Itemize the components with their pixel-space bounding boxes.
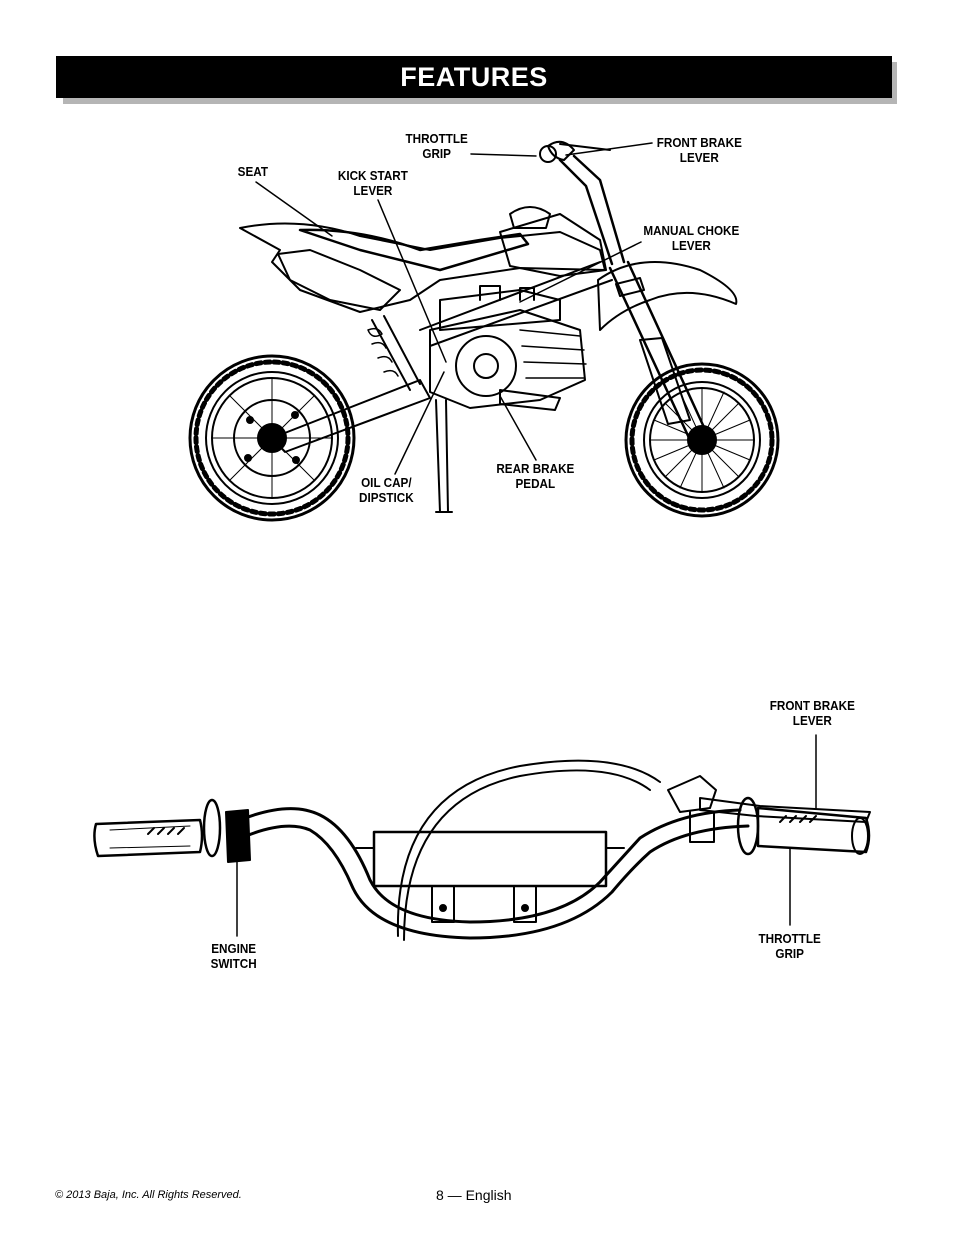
label-line: THROTTLE <box>405 131 468 146</box>
label-line: ENGINE <box>211 941 257 956</box>
handlebar-leader-lines <box>236 734 817 937</box>
label-line: FRONT BRAKE <box>656 135 742 150</box>
label-line: LEVER <box>679 150 719 165</box>
label-line: GRIP <box>775 946 804 961</box>
crossbar-pad <box>372 830 608 888</box>
front-fender <box>597 261 738 331</box>
label-rear-brake-pedal: REAR BRAKE PEDAL <box>496 461 574 491</box>
label-kick-start-lever: KICK START LEVER <box>338 168 408 198</box>
front-fork <box>608 260 710 442</box>
label-seat: SEAT <box>238 164 268 179</box>
label-engine-switch: ENGINE SWITCH <box>211 941 257 971</box>
seat-shape <box>298 228 530 272</box>
label-manual-choke-lever: MANUAL CHOKE LEVER <box>643 223 739 253</box>
label-throttle-grip: THROTTLE GRIP <box>405 131 467 161</box>
label-line: LEVER <box>353 183 393 198</box>
engine-switch-shape <box>225 809 251 863</box>
label-handlebar-front-brake-lever: FRONT BRAKE LEVER <box>770 698 855 728</box>
front-brake-lever-shape <box>699 797 871 823</box>
label-front-brake-lever: FRONT BRAKE LEVER <box>657 135 742 165</box>
label-oil-cap-dipstick: OIL CAP/ DIPSTICK <box>359 475 414 505</box>
label-line: GRIP <box>422 146 451 161</box>
label-line: KICK START <box>337 168 408 183</box>
label-line: LEVER <box>792 713 832 728</box>
label-line: PEDAL <box>515 476 556 491</box>
page-title: FEATURES <box>56 56 892 98</box>
label-line: LEVER <box>671 238 711 253</box>
swingarm <box>271 379 431 453</box>
rear-brake-pedal-shape <box>499 389 561 411</box>
label-line: DIPSTICK <box>359 490 414 505</box>
engine-block <box>429 285 587 411</box>
handlebar-illustration <box>93 759 871 941</box>
bike-leader-lines <box>255 142 653 475</box>
label-line: THROTTLE <box>758 931 821 946</box>
front-wheel <box>624 362 780 518</box>
label-handlebar-throttle-grip: THROTTLE GRIP <box>758 931 820 961</box>
left-grip <box>93 798 222 858</box>
label-line: SEAT <box>237 164 269 179</box>
dirt-bike-illustration <box>188 140 780 522</box>
label-line: FRONT BRAKE <box>769 698 855 713</box>
label-line: OIL CAP/ <box>361 475 412 490</box>
label-line: REAR BRAKE <box>496 461 575 476</box>
footer-page-number: 8 — English <box>436 1187 512 1203</box>
rear-fender <box>239 222 606 313</box>
label-line: MANUAL CHOKE <box>643 223 740 238</box>
label-line: SWITCH <box>210 956 257 971</box>
footer-copyright: © 2013 Baja, Inc. All Rights Reserved. <box>55 1189 242 1201</box>
fuel-tank <box>499 213 607 277</box>
rear-wheel <box>188 354 356 522</box>
